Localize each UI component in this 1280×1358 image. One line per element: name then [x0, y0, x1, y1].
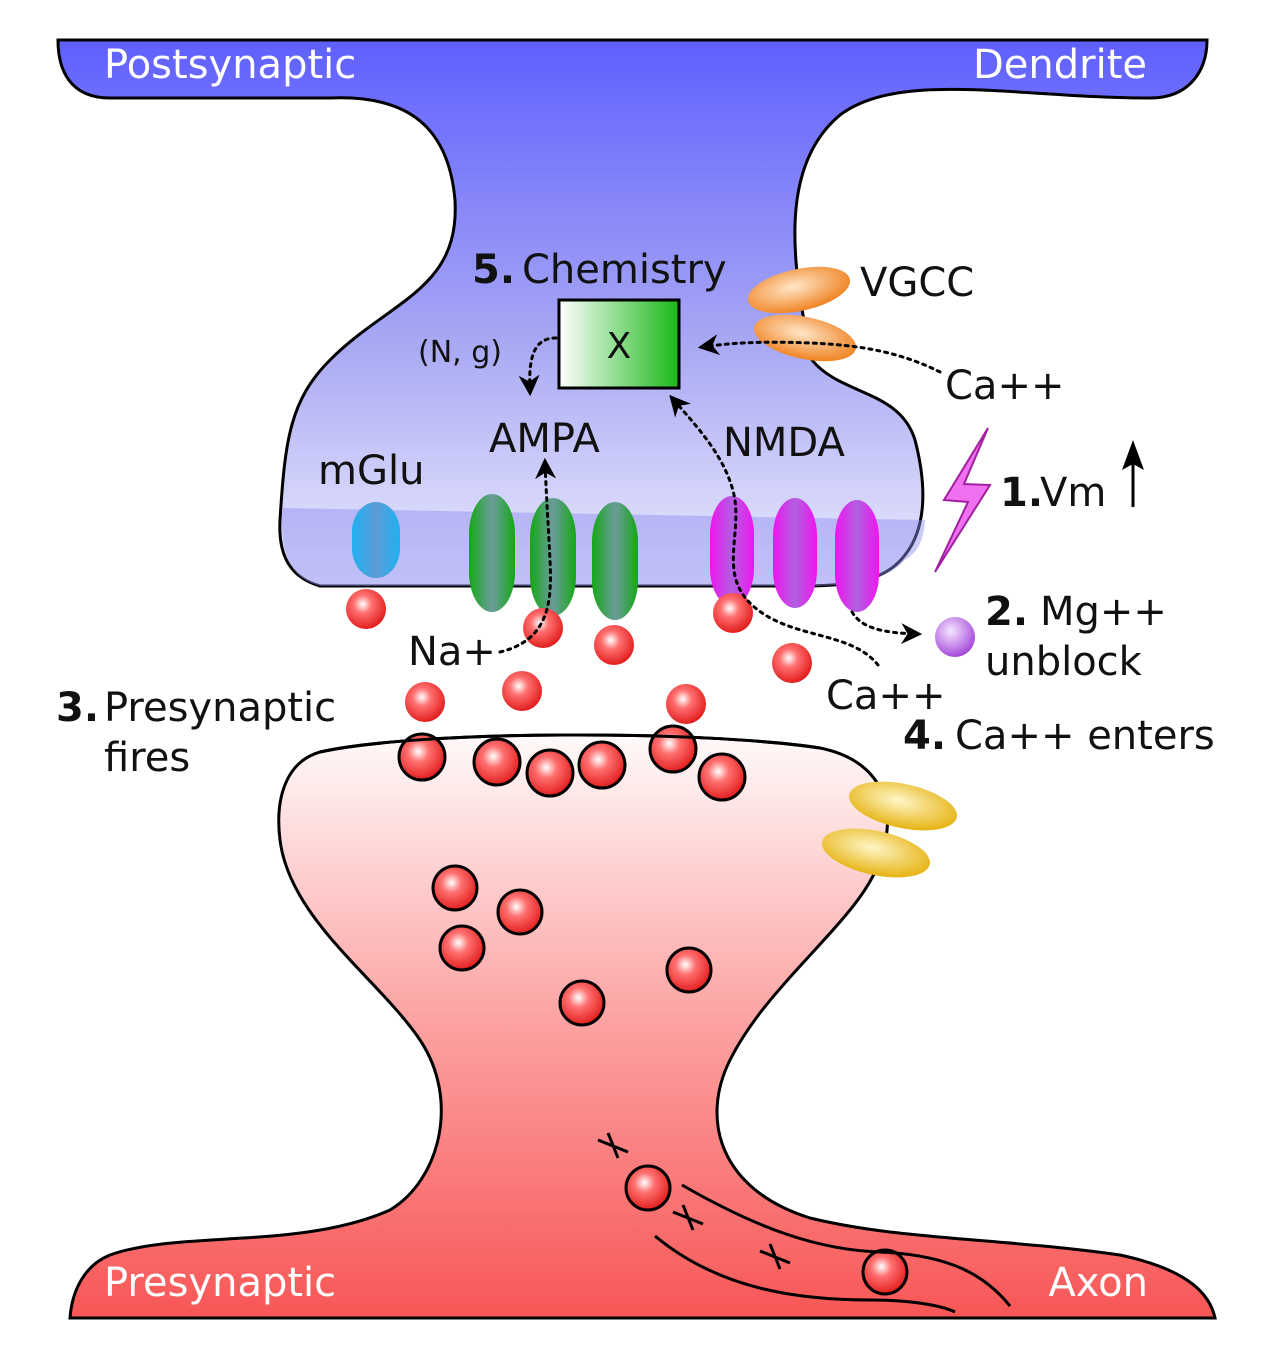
cleft-glutamate [346, 589, 812, 724]
chemistry-box [557, 298, 681, 390]
ampa-label: AMPA [489, 416, 600, 462]
ca-top-label: Ca++ [945, 363, 1064, 409]
mg-unblock-path [850, 610, 923, 645]
mglu-label: mGlu [318, 448, 424, 494]
box-to-ampa-path [518, 336, 558, 397]
lightning-icon [934, 427, 992, 573]
ca-enters-number: 4. [903, 713, 946, 759]
ampa-receptor-3 [592, 502, 638, 620]
presynaptic-label: Presynaptic [104, 1260, 336, 1306]
na-label: Na+ [408, 629, 496, 675]
interior-vesicles [431, 864, 909, 1296]
presynaptic-fires-number: 3. [56, 685, 99, 731]
vgcc-label: VGCC [860, 260, 974, 306]
presynaptic-ca-channel-bottom [822, 828, 930, 878]
box-x-label: X [607, 326, 632, 367]
presynaptic-axon [68, 733, 1217, 1320]
presynaptic-fires-label-1: Presynaptic [104, 685, 336, 731]
microtubule-2 [654, 1234, 956, 1314]
presynaptic-fires-label-2: fires [104, 735, 190, 781]
mg-number: 2. [985, 589, 1028, 635]
axon-label: Axon [1048, 1260, 1148, 1306]
mglu-receptor [352, 502, 400, 578]
microtubule-1 [681, 1183, 1012, 1307]
ca-bottom-label: Ca++ [826, 673, 945, 719]
presynaptic-ca-channel-top [849, 781, 957, 831]
ca-enters-label: Ca++ enters [955, 713, 1215, 759]
nmda-receptor-1 [710, 496, 754, 606]
ng-label: (N, g) [418, 335, 502, 370]
vm-number: 1. [1000, 470, 1043, 516]
dendrite-label: Dendrite [973, 42, 1147, 88]
ampa-receptor-2 [530, 498, 576, 616]
vm-label: Vm [1040, 470, 1106, 516]
nmda-label: NMDA [723, 420, 846, 466]
vgcc-top [747, 266, 851, 314]
nmda-receptor-3 [835, 500, 879, 612]
arrow-up-icon [1122, 440, 1144, 507]
postsynaptic-label: Postsynaptic [104, 42, 356, 88]
ca-to-x-path [669, 394, 880, 667]
unblock-label: unblock [985, 639, 1143, 685]
chemistry-label: Chemistry [522, 247, 727, 293]
mg-ion [935, 617, 975, 657]
vgcc-bottom [753, 314, 857, 362]
motor-markers [597, 1132, 791, 1270]
mg-label: Mg++ [1040, 589, 1167, 635]
ampa-receptor-1 [469, 494, 515, 612]
docked-vesicles [397, 724, 747, 802]
nmda-receptor-2 [773, 498, 817, 608]
chemistry-number: 5. [472, 247, 515, 293]
na-to-ampa-path [498, 457, 557, 654]
